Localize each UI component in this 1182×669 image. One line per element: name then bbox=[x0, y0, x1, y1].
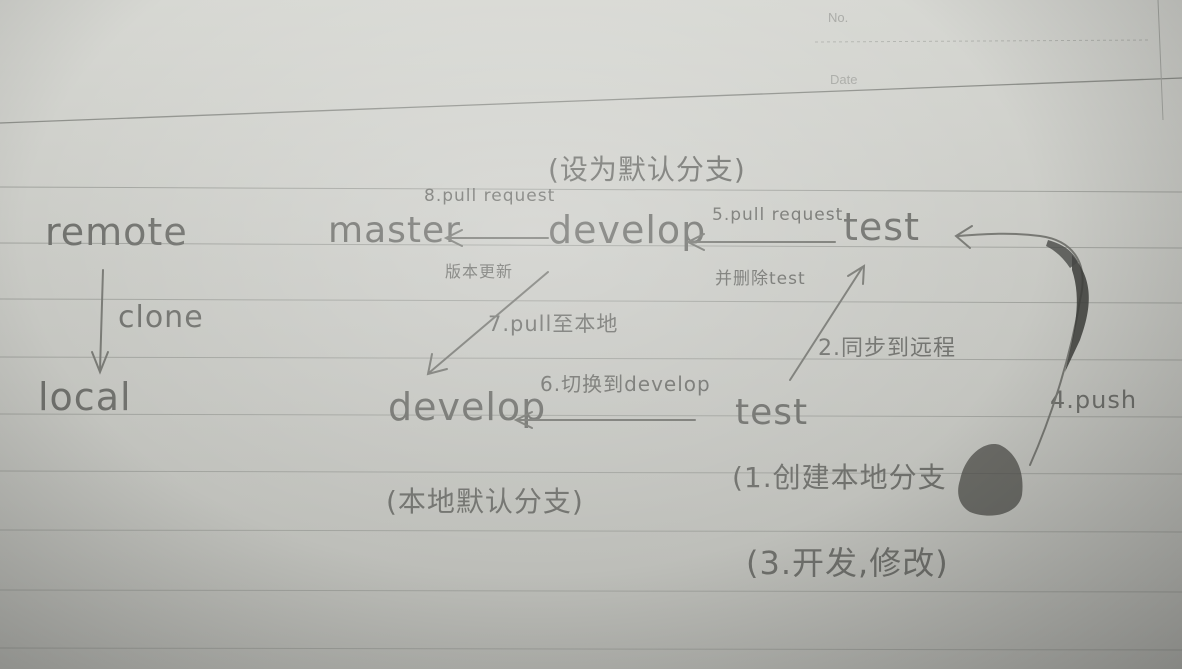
remote-default-branch-note: (设为默认分支) bbox=[548, 153, 746, 186]
local-label: local bbox=[38, 375, 132, 419]
step8-sub-label: 版本更新 bbox=[445, 262, 514, 281]
step2-label: 2.同步到远程 bbox=[818, 336, 956, 361]
remote-master-node: master bbox=[328, 210, 461, 251]
step2-arrow bbox=[789, 267, 863, 381]
remote-test-node: test bbox=[843, 205, 920, 249]
push-shading bbox=[1065, 255, 1089, 372]
step4-label: 4.push bbox=[1050, 386, 1138, 414]
clone-label: clone bbox=[118, 300, 204, 335]
remote-label: remote bbox=[45, 210, 188, 254]
step7-arrow bbox=[429, 271, 549, 373]
step4-push-arrow bbox=[957, 232, 1084, 466]
step7-label: 7.pull至本地 bbox=[488, 312, 619, 336]
no-label: No. bbox=[828, 10, 849, 25]
clone-arrow bbox=[99, 269, 104, 371]
step5-label: 5.pull request bbox=[712, 205, 844, 225]
step3-label: (3.开发,修改) bbox=[746, 544, 949, 582]
remote-develop-node: develop bbox=[548, 208, 707, 252]
step5-sub-label: 并删除test bbox=[715, 269, 806, 289]
step8-label: 8.pull request bbox=[424, 186, 556, 206]
step1-label: (1.创建本地分支 bbox=[732, 461, 947, 494]
local-test-node: test bbox=[735, 392, 809, 433]
local-default-branch-note: (本地默认分支) bbox=[386, 485, 584, 518]
scribble-mark bbox=[958, 444, 1023, 516]
date-label: Date bbox=[830, 72, 858, 87]
step6-label: 6.切换到develop bbox=[540, 372, 711, 396]
